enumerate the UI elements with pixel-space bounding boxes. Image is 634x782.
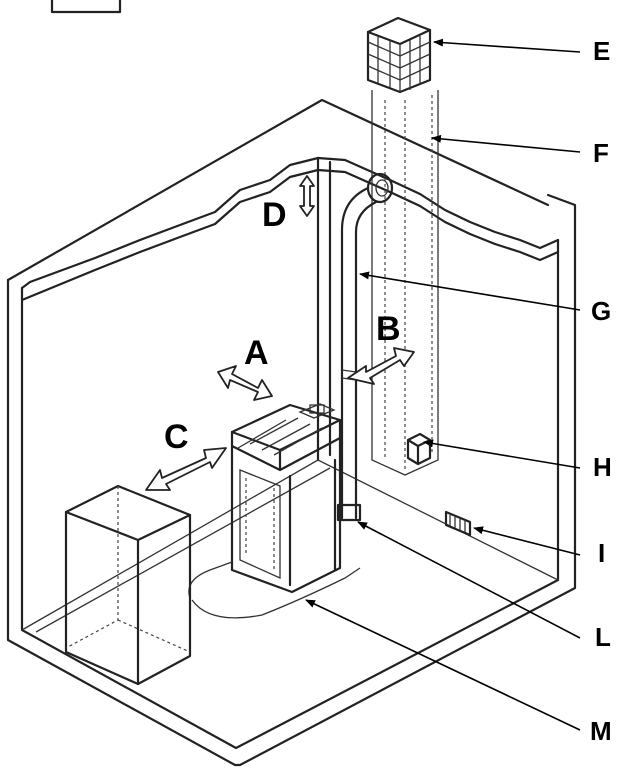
inspection-box: [406, 432, 432, 466]
furniture-box: [64, 484, 192, 686]
label-b: B: [376, 310, 401, 348]
leader-lines: [305, 38, 581, 731]
chimney-flue: [366, 16, 439, 476]
air-vent: [444, 510, 472, 537]
label-c: C: [164, 418, 189, 456]
label-l: L: [595, 622, 611, 652]
clearance-arrow-c: [145, 447, 227, 491]
stove-pipe: [336, 172, 394, 522]
label-i: I: [598, 538, 605, 568]
clearance-arrow-d: [299, 175, 315, 217]
clearance-arrow-b: [347, 347, 415, 385]
label-e: E: [593, 36, 610, 66]
corner-box: [50, 0, 122, 14]
room-walls: [6, 98, 577, 767]
label-a: A: [244, 334, 269, 372]
label-f: F: [593, 138, 609, 168]
label-h: H: [593, 452, 612, 482]
label-m: M: [590, 716, 612, 746]
chimney-cap: [366, 16, 432, 94]
clearance-arrow-a: [217, 365, 273, 401]
pellet-stove: [230, 403, 342, 594]
label-d: D: [262, 196, 287, 234]
label-g: G: [591, 296, 611, 326]
